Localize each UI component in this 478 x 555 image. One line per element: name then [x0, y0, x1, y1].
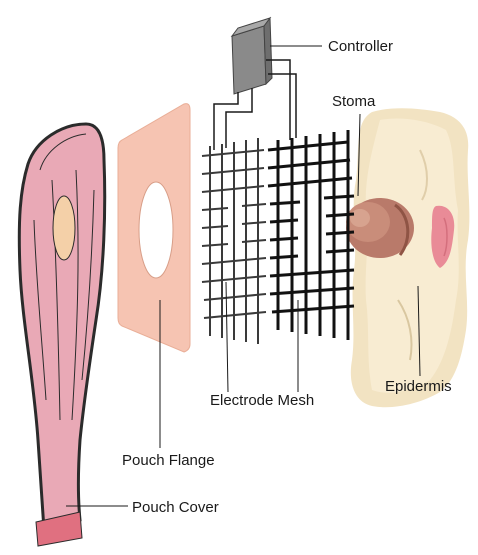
controller [232, 18, 272, 94]
pouch-cover [19, 124, 104, 546]
electrode-mesh-dark [268, 130, 354, 340]
controller-label: Controller [328, 38, 393, 55]
epidermis-skin [351, 108, 470, 407]
electrode-mesh-label: Electrode Mesh [210, 392, 314, 409]
stoma-label: Stoma [332, 93, 376, 110]
electrode-mesh-light [202, 138, 266, 344]
epidermis-label: Epidermis [385, 378, 452, 395]
pouch-cover-label: Pouch Cover [132, 499, 219, 516]
stoma [346, 198, 414, 258]
pouch-flange [118, 104, 190, 352]
pouch-flange-label: Pouch Flange [122, 452, 215, 469]
